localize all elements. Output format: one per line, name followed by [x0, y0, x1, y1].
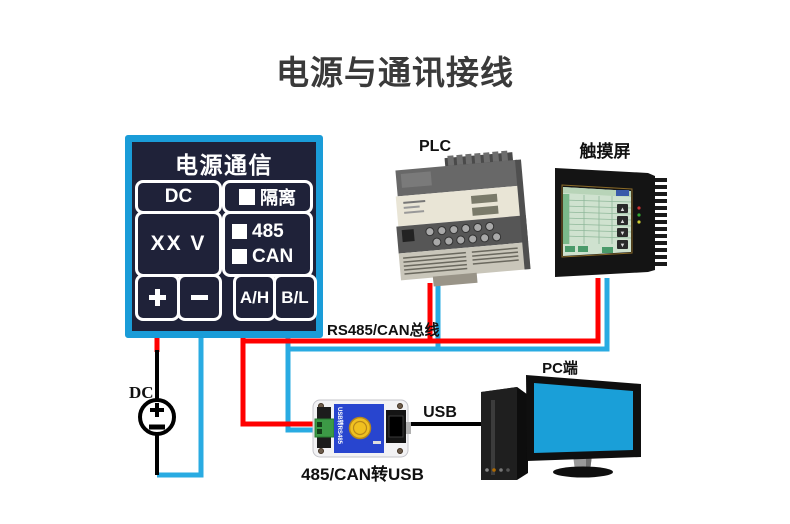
converter-label: 485/CAN转USB	[301, 465, 424, 484]
minus-symbol	[191, 295, 208, 300]
isolation-label: 隔离	[260, 188, 296, 208]
rs485-checkbox	[232, 224, 247, 239]
can-row: CAN	[232, 246, 293, 268]
panel-cell-485-can: 485 CAN	[222, 211, 313, 277]
converter-side-text: USB转RS485	[336, 407, 344, 445]
isolation-checkbox	[239, 189, 255, 205]
touchscreen-image: ▲ ▲ ▼ ▼	[555, 168, 667, 277]
pc-image	[481, 375, 641, 480]
can-checkbox	[232, 249, 247, 264]
wire-blue-bus	[288, 278, 610, 352]
plc-label: PLC	[419, 138, 451, 155]
plus-symbol	[149, 289, 166, 306]
panel-terminal-ah: A/H	[233, 274, 276, 321]
wire-minus-blue	[157, 328, 204, 478]
panel-terminal-minus	[177, 274, 222, 321]
plc-image	[395, 150, 531, 287]
svg-text:▼: ▼	[620, 231, 626, 237]
svg-text:▲: ▲	[620, 219, 626, 225]
wire-ah-to-converter	[240, 328, 324, 427]
bus-label: RS485/CAN总线	[327, 322, 440, 339]
svg-text:▼: ▼	[620, 243, 626, 249]
panel-cell-voltage: XX V	[135, 211, 222, 277]
touchscreen-label: 触摸屏	[579, 142, 631, 161]
voltage-label: XX V	[150, 232, 207, 255]
dc-source-label: DC	[129, 383, 154, 402]
svg-text:▲: ▲	[620, 207, 626, 213]
bl-label: B/L	[281, 287, 309, 307]
rs485-row: 485	[232, 221, 284, 243]
panel-cell-dc: DC	[135, 180, 222, 214]
panel-terminal-plus	[135, 274, 180, 321]
converter-image: USB转RS485	[312, 399, 411, 458]
rs485-label: 485	[252, 220, 284, 242]
pc-label: PC端	[542, 360, 578, 377]
power-comm-panel: 电源通信 DC 隔离 XX V 485 CAN A/H B/L	[125, 135, 323, 338]
usb-label: USB	[423, 404, 457, 421]
panel-cell-isolation: 隔离	[222, 180, 313, 214]
panel-terminal-bl: B/L	[273, 274, 317, 321]
wire-bl-to-converter	[285, 328, 324, 433]
page-title: 电源与通讯接线	[276, 54, 514, 91]
ah-label: A/H	[239, 287, 270, 307]
can-label: CAN	[252, 245, 294, 267]
dc-label: DC	[164, 186, 193, 207]
panel-title: 电源通信	[175, 152, 273, 178]
wire-red-bus	[243, 278, 601, 344]
